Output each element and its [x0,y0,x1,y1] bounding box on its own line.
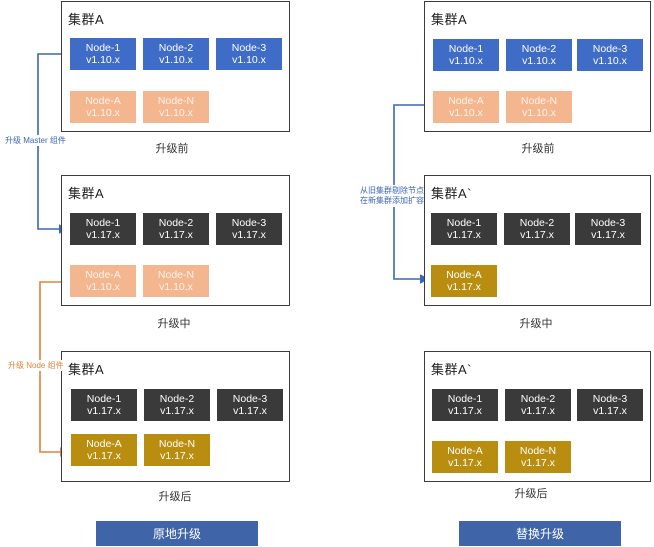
cluster-title: 集群A` [431,362,473,377]
node-upgrade-label: 升级 Node 组件 [8,360,64,371]
replace-node-label-line2: 在新集群添加扩容 [360,196,424,205]
stage-label: 升级前 [521,143,555,155]
cluster-title: 集群A [431,12,468,27]
cluster-title: 集群A [68,12,105,27]
replace-upgrade-label: 替换升级 [459,521,621,546]
stage-label: 升级后 [158,491,192,503]
replace-node-label-line1: 从旧集群剔除节点 [360,186,424,195]
stage-label: 升级中 [519,318,553,330]
cluster-title: 集群A [68,362,105,377]
stage-label: 升级前 [155,143,189,155]
master-upgrade-label: 升级 Master 组件 [5,135,66,146]
cluster-title: 集群A` [431,186,473,201]
stage-label: 升级后 [514,488,548,500]
inplace-upgrade-label: 原地升级 [96,521,258,546]
cluster-title: 集群A [68,186,105,201]
stage-label: 升级中 [157,318,191,330]
replace-node-label: 从旧集群剔除节点 在新集群添加扩容 [360,185,424,207]
